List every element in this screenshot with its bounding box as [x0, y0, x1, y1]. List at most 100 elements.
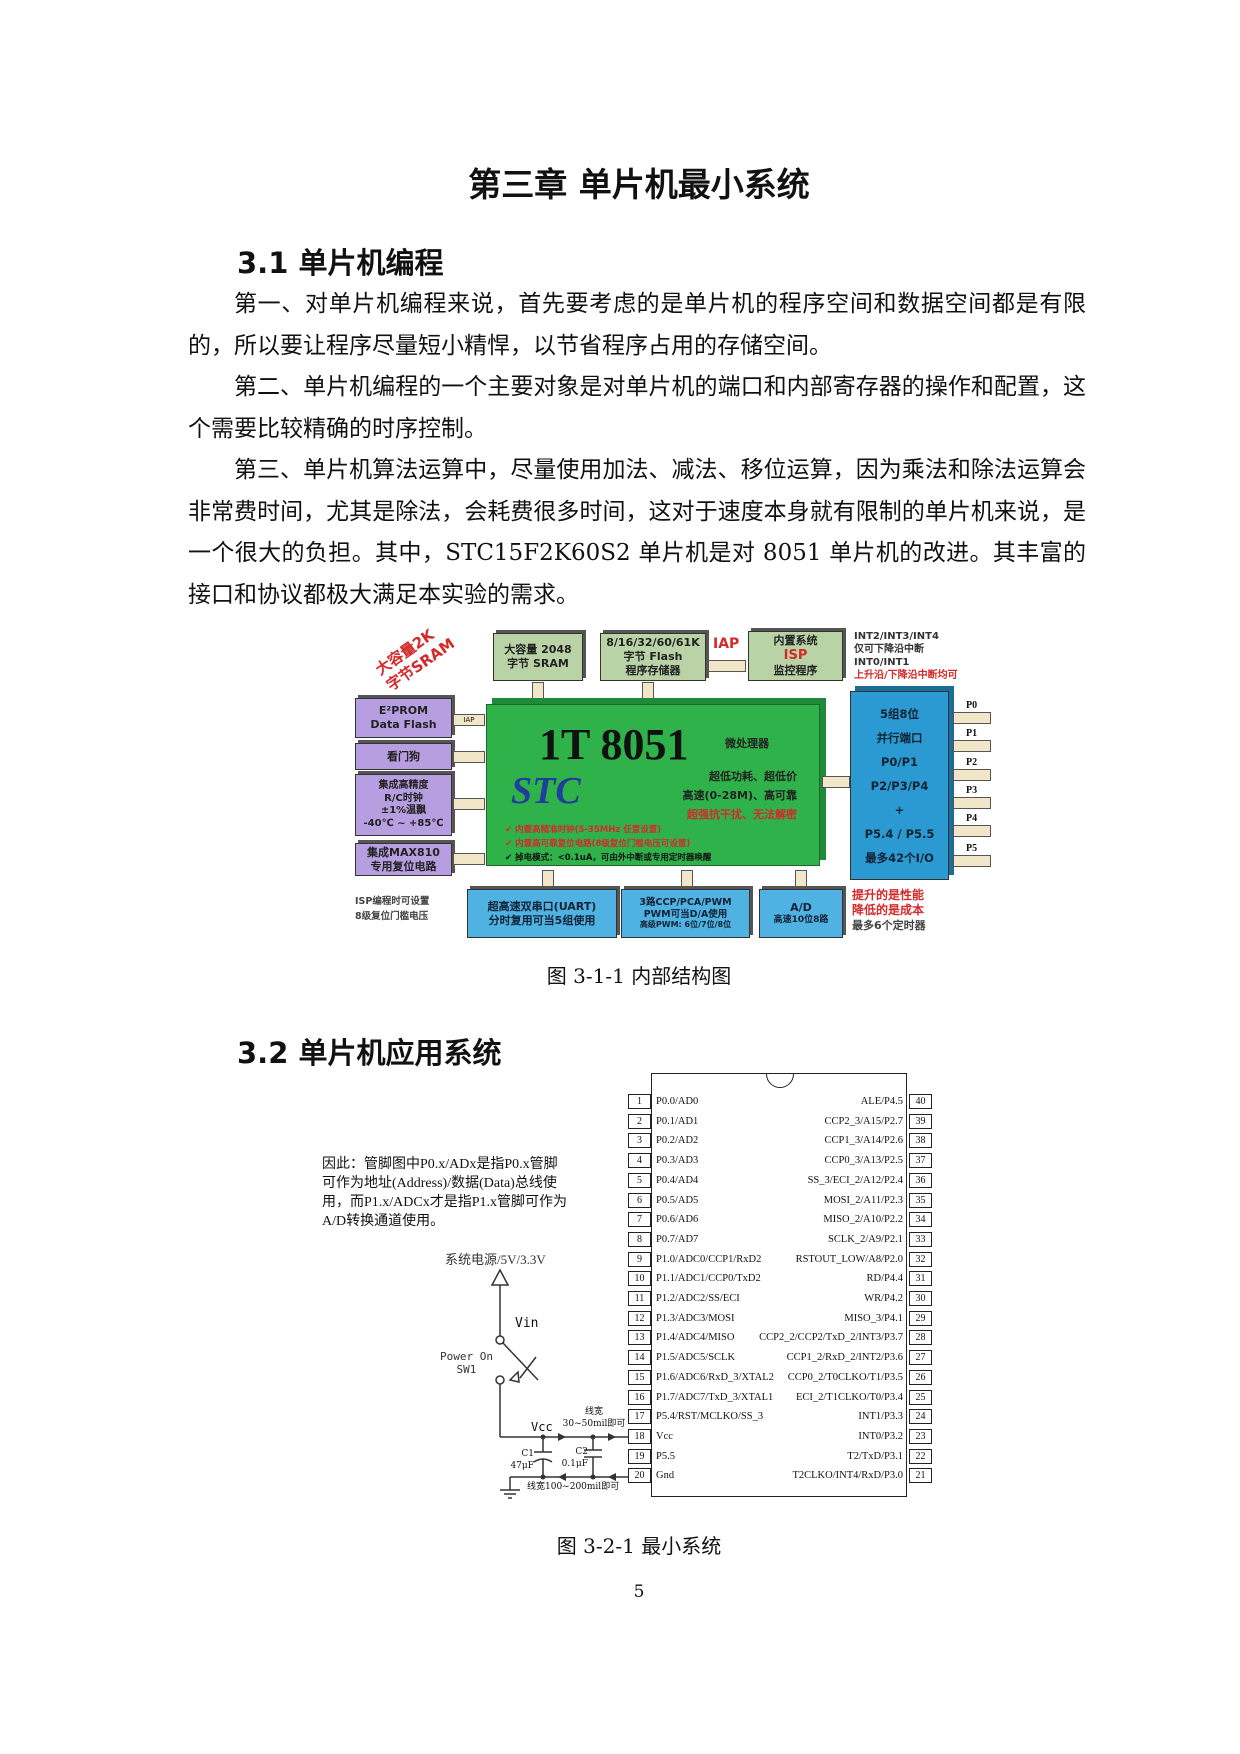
power-schematic [490, 1268, 628, 1499]
ports-line: P0/P1 [880, 754, 919, 769]
pin-number: 33 [909, 1231, 932, 1247]
pin-label: P0.0/AD0 [656, 1096, 699, 1107]
flash-line: 字节 Flash [623, 650, 683, 664]
sram-block: 大容量 2048 字节 SRAM [493, 633, 583, 681]
double-arrow-icon [681, 870, 693, 888]
adc-line: A/D [790, 901, 812, 914]
cap-name: C2 [575, 1447, 588, 1457]
port-arrow-icon [953, 740, 991, 752]
pin-label: INT1/P3.3 [858, 1411, 903, 1423]
pin-number: 32 [909, 1251, 932, 1267]
note-line: 降低的是成本 [852, 903, 925, 917]
paragraph: 第一、对单片机编程来说，首先要考虑的是单片机的程序空间和数据空间都是有限的，所以… [188, 291, 1086, 359]
isp-line: 内置系统 [773, 634, 818, 648]
pin-label: P1.4/ADC4/MISO [656, 1332, 735, 1344]
pin-number: 29 [909, 1310, 932, 1326]
internal-structure-diagram: 大容量2K 字节SRAM 大容量 2048 字节 SRAM 8/16/32/60… [336, 616, 996, 956]
pin-label: Vcc [656, 1430, 673, 1442]
eeprom-line: Data Flash [370, 718, 437, 731]
trace-line: 线宽 [584, 1407, 603, 1417]
vin-label: Vin [515, 1316, 539, 1331]
double-arrow-icon [453, 853, 485, 865]
pin-number: 38 [909, 1133, 932, 1149]
ports-line: 并行端口 [876, 730, 923, 745]
section-heading-3-1: 3.1 单片机编程 [237, 246, 444, 280]
pin-label: P0.1/AD1 [656, 1115, 699, 1127]
figure-caption: 图 3-2-1 最小系统 [556, 1534, 722, 1558]
ccp-line: 3路CCP/PCA/PWM [639, 896, 732, 908]
pin-number: 15 [628, 1369, 651, 1385]
flash-line: 程序存储器 [625, 663, 681, 677]
note-line: INT0/INT1 [854, 657, 910, 668]
section-body: 第一、对单片机编程来说，首先要考虑的是单片机的程序空间和数据空间都是有限的，所以… [188, 284, 1086, 616]
note-line: 提升的是性能 [852, 888, 925, 902]
port-arrow-icon [953, 769, 991, 781]
pin-number: 34 [909, 1212, 932, 1228]
bullet: ✔ 内置高精准时钟(5-35MHz 任意设置) [505, 825, 662, 835]
pin-number: 25 [909, 1389, 932, 1405]
pin-label: CCP2_3/A15/P2.7 [824, 1115, 903, 1127]
c2-label: C2 0.1μF [558, 1446, 588, 1470]
note-line: 仅可下降沿中断 [854, 644, 924, 655]
feature: 超低功耗、超低价 [709, 770, 797, 783]
pin-label: ECI_2/T1CLKO/T0/P3.4 [795, 1391, 903, 1403]
pin-number: 26 [909, 1369, 932, 1385]
eeprom-line: E²PROM [378, 704, 429, 718]
isp-reset-note: ISP编程时可设置 8级复位门槛电压 [355, 894, 429, 924]
port-arrow-icon [953, 855, 991, 867]
pin-label: RSTOUT_LOW/A8/P2.0 [795, 1253, 903, 1265]
max810-block: 集成MAX810 专用复位电路 [355, 843, 452, 876]
pin-note: 因此：管脚图中P0.x/ADx是指P0.x管脚 可作为地址(Address)/数… [322, 1155, 567, 1231]
pin-number: 14 [628, 1350, 651, 1366]
pin-label: SCLK_2/A9/P2.1 [828, 1233, 903, 1245]
pin-label: SS_3/ECI_2/A12/P2.4 [807, 1174, 903, 1186]
bullet: ✔ 掉电模式：<0.1uA，可由外中断或专用定时器唤醒 [505, 853, 712, 863]
feature: 高速(0-28M)、高可靠 [682, 789, 797, 802]
isp-block: 内置系统 ISP 监控程序 [748, 631, 843, 681]
pin-number: 11 [628, 1291, 651, 1306]
flash-block: 8/16/32/60/61K 字节 Flash 程序存储器 [600, 633, 706, 681]
rc-clock-block: 集成高精度 R/C时钟 ±1%温飘 -40℃ ~ +85℃ [355, 774, 452, 836]
page-number: 5 [633, 1582, 645, 1602]
pin-number: 13 [628, 1330, 651, 1346]
pin-label: T2CLKO/INT4/RxD/P3.0 [792, 1470, 903, 1482]
pin-number: 4 [628, 1153, 651, 1169]
pin-label: Gnd [656, 1470, 675, 1482]
pin-label: P1.7/ADC7/TxD_3/XTAL1 [656, 1391, 774, 1403]
ports-line: P5.4 / P5.5 [864, 826, 935, 841]
paragraph: 第三、单片机算法运算中，尽量使用加法、减法、移位运算，因为乘法和除法运算会非常费… [188, 457, 1086, 608]
uart-line: 分时复用可当5组使用 [488, 913, 596, 927]
switch-id: SW1 [456, 1363, 477, 1376]
note-line: 最多6个定时器 [852, 919, 926, 932]
double-arrow-icon [453, 751, 485, 763]
figure-caption: 图 3-1-1 内部结构图 [546, 964, 732, 988]
flash-line: 8/16/32/60/61K [606, 636, 700, 650]
rc-line: ±1%温飘 [380, 805, 427, 816]
iap-label: IAP [713, 636, 740, 652]
pin-number: 10 [628, 1271, 651, 1287]
interrupt-note: INT2/INT3/INT4 仅可下降沿中断 INT0/INT1 上升沿/下降沿… [854, 630, 958, 682]
core-title: 1T 8051 [539, 720, 689, 769]
adc-block: A/D 高速10位8路 [759, 889, 843, 938]
eeprom-iap-arrow: IAP [453, 714, 485, 726]
power-arrow-icon [490, 1268, 510, 1286]
pin-label: P0.6/AD6 [656, 1214, 699, 1226]
core-subtitle: 微处理器 [725, 737, 769, 750]
port-arrow-icon [953, 712, 991, 724]
ports-line: 5组8位 [879, 706, 919, 721]
double-arrow-icon [708, 660, 746, 672]
sram-line: 字节 SRAM [507, 657, 569, 670]
stc-logo: STC [511, 770, 581, 812]
double-arrow-icon [795, 870, 807, 888]
performance-note: 提升的是性能 降低的是成本 最多6个定时器 [852, 888, 926, 933]
cap-value: 47μF [510, 1461, 534, 1471]
note-line: 可作为地址(Address)/数据(Data)总线使 [322, 1176, 557, 1191]
pin-number: 31 [909, 1271, 932, 1287]
bullet: ✔ 内置高可靠复位电路(8级复位门槛电压可设置) [505, 839, 691, 849]
ccp-line: 高级PWM: 6位/7位/8位 [639, 920, 732, 930]
uart-block: 超高速双串口(UART) 分时复用可当5组使用 [467, 889, 617, 938]
pin-number: 21 [909, 1468, 932, 1484]
pin-number: 9 [628, 1251, 651, 1267]
max810-line: 专用复位电路 [370, 859, 437, 873]
pin-number: 37 [909, 1153, 932, 1169]
